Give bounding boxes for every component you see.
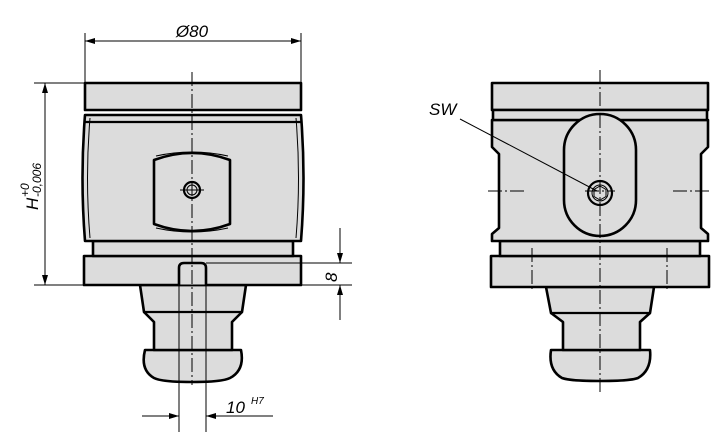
sw-leader-line — [459, 118, 598, 192]
height-label: H +0 -0,006 — [18, 163, 44, 210]
lower-neck — [91, 239, 295, 258]
flange-dim-label: 8 — [322, 272, 341, 282]
side-view: SW — [429, 70, 712, 392]
svg-text:+0: +0 — [18, 183, 32, 197]
diameter-label: Ø80 — [175, 22, 209, 41]
top-cap — [83, 81, 303, 112]
slot-tol-label: H7 — [251, 396, 264, 407]
svg-text:-0,006: -0,006 — [30, 163, 44, 197]
svg-text:H: H — [23, 197, 42, 210]
spigot-head — [142, 348, 244, 384]
wrench-size-label: SW — [429, 100, 458, 119]
spigot-neck — [138, 283, 248, 352]
front-view: Ø80 H +0 -0,006 8 10 H7 — [18, 22, 352, 432]
slot-dim-label: 10 — [226, 398, 245, 417]
